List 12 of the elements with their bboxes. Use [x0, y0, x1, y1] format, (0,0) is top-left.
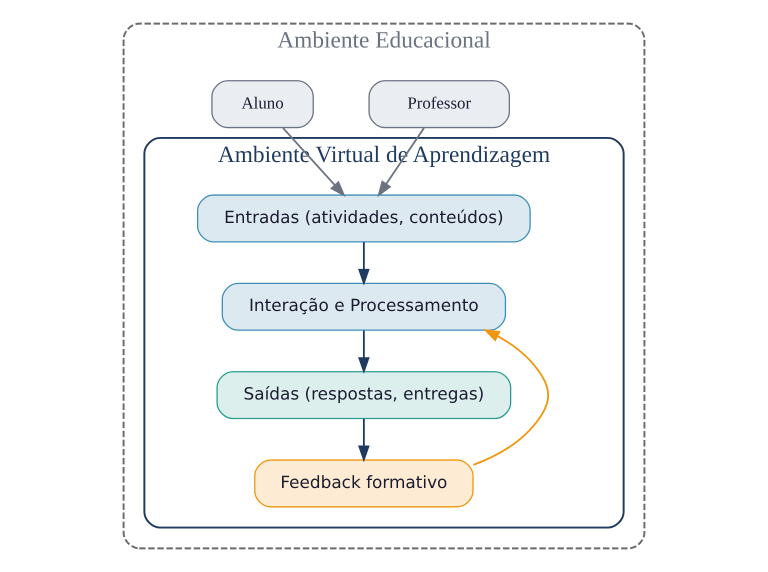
arrow	[377, 128, 425, 198]
node-box: Feedback formativo	[254, 459, 474, 508]
arrow	[358, 418, 370, 462]
node-box: Saídas (respostas, entregas)	[216, 371, 512, 420]
node-box: Entradas (atividades, conteúdos)	[196, 194, 531, 242]
arrow	[282, 127, 346, 198]
arrow	[473, 329, 550, 466]
arrow	[358, 330, 370, 374]
node-box: Professor	[368, 80, 510, 128]
arrow	[358, 242, 370, 286]
node-box: Interação e Processamento	[222, 282, 506, 331]
node-box: Aluno	[211, 80, 314, 128]
